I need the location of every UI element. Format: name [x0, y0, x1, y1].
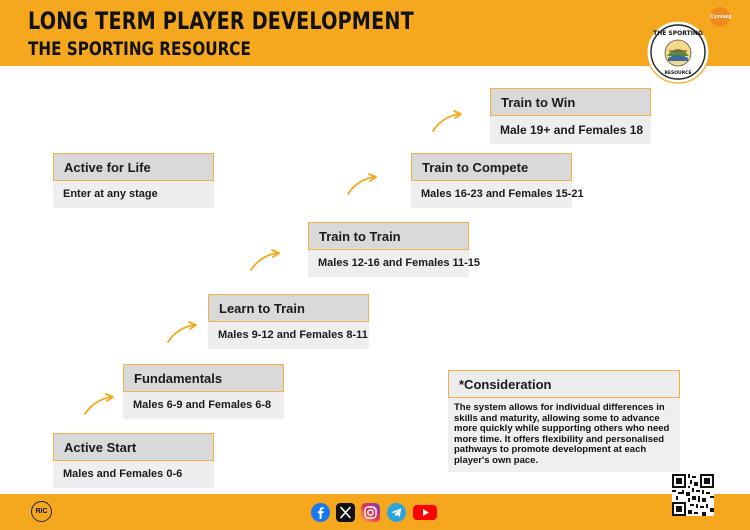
qr-code[interactable] — [672, 474, 714, 516]
consideration-title: *Consideration — [448, 370, 680, 398]
stage-detail: Male 19+ and Females 18 — [490, 116, 651, 144]
logo-text-bottom: RESOURCE — [664, 70, 691, 76]
progress-arrow-icon — [347, 173, 377, 195]
progress-arrow-icon — [167, 321, 197, 343]
sporting-resource-logo: THE SPORTING RESOURCE — [646, 20, 710, 84]
stage-title: Learn to Train — [208, 294, 369, 322]
stage-title: Active Start — [53, 433, 214, 461]
page-title: LONG TERM PLAYER DEVELOPMENT — [28, 7, 414, 35]
stage-detail: Males 16-23 and Females 15-21 — [411, 181, 584, 208]
stage-active-start: Active Start Males and Females 0-6 — [53, 433, 214, 488]
stage-fundamentals: Fundamentals Males 6-9 and Females 6-8 — [123, 364, 284, 419]
stage-title: Train to Compete — [411, 153, 572, 181]
stage-title: Active for Life — [53, 153, 214, 181]
stage-title: Fundamentals — [123, 364, 284, 392]
progress-arrow-icon — [250, 249, 280, 271]
stage-title: Train to Win — [490, 88, 651, 116]
youtube-icon[interactable] — [413, 503, 437, 522]
facebook-icon[interactable] — [311, 503, 330, 522]
stage-detail: Males 9-12 and Females 8-11 — [208, 322, 369, 349]
stage-detail: Males and Females 0-6 — [53, 461, 214, 488]
consideration-text: The system allows for individual differe… — [448, 398, 680, 472]
stage-learn-to-train: Learn to Train Males 9-12 and Females 8-… — [208, 294, 369, 349]
instagram-icon[interactable] — [361, 503, 380, 522]
page-subtitle: THE SPORTING RESOURCE — [28, 38, 251, 60]
header-bar — [0, 0, 750, 66]
stage-detail: Enter at any stage — [53, 181, 214, 208]
stage-active-for-life: Active for Life Enter at any stage — [53, 153, 214, 208]
logo-text-top: THE SPORTING — [653, 30, 703, 37]
x-icon[interactable] — [336, 503, 355, 522]
ric-logo[interactable]: RIC — [31, 501, 52, 522]
stage-title: Train to Train — [308, 222, 469, 250]
consideration-box: *Consideration The system allows for ind… — [448, 370, 680, 472]
stage-train-to-win: Train to Win Male 19+ and Females 18 — [490, 88, 651, 144]
telegram-icon[interactable] — [387, 503, 406, 522]
language-badge[interactable]: Cymraeg — [710, 7, 731, 27]
stage-detail: Males 12-16 and Females 11-15 — [308, 250, 480, 277]
stage-train-to-train: Train to Train Males 12-16 and Females 1… — [308, 222, 480, 277]
stage-detail: Males 6-9 and Females 6-8 — [123, 392, 284, 419]
progress-arrow-icon — [432, 110, 462, 132]
progress-arrow-icon — [84, 393, 114, 415]
stage-train-to-compete: Train to Compete Males 16-23 and Females… — [411, 153, 584, 208]
